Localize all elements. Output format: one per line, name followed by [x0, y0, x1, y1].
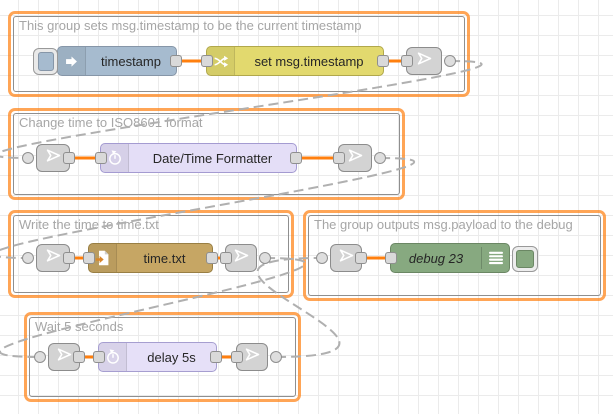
- link-in-node[interactable]: [22, 244, 75, 272]
- input-port[interactable]: [93, 351, 105, 363]
- link-icon: [338, 247, 355, 269]
- node-label: set msg.timestamp: [254, 53, 364, 69]
- node-label: Date/Time Formatter: [152, 150, 273, 166]
- output-port[interactable]: [63, 252, 75, 264]
- group-1[interactable]: Change time to ISO8601 format: [8, 108, 405, 200]
- link-port[interactable]: [374, 152, 386, 164]
- output-port[interactable]: [206, 252, 218, 264]
- link-port[interactable]: [34, 351, 46, 363]
- output-port[interactable]: [63, 152, 75, 164]
- output-port[interactable]: [290, 152, 302, 164]
- output-port[interactable]: [73, 351, 85, 363]
- link-in-node[interactable]: [316, 244, 367, 272]
- change-node-set-msg-timestamp[interactable]: set msg.timestamp: [201, 46, 389, 76]
- inject-arrow-icon: [58, 47, 86, 75]
- link-wire[interactable]: [0, 60, 483, 159]
- output-port[interactable]: [355, 252, 367, 264]
- link-port[interactable]: [270, 351, 282, 363]
- inject-button[interactable]: [33, 48, 58, 75]
- input-port[interactable]: [385, 252, 397, 264]
- file-node-time-txt[interactable]: time.txt: [83, 243, 218, 273]
- link-wire[interactable]: [0, 257, 306, 358]
- group-label: Write the time to time.txt: [19, 217, 159, 232]
- link-out-node[interactable]: [333, 144, 386, 172]
- link-port[interactable]: [316, 252, 328, 264]
- link-port[interactable]: [444, 55, 456, 67]
- group-inner-border: [13, 215, 289, 293]
- link-port[interactable]: [259, 252, 271, 264]
- input-port[interactable]: [220, 252, 232, 264]
- output-port[interactable]: [210, 351, 222, 363]
- link-in-node[interactable]: [34, 343, 85, 371]
- group-2[interactable]: Write the time to time.txt: [8, 210, 294, 298]
- link-out-node[interactable]: [401, 47, 456, 75]
- input-port[interactable]: [231, 351, 243, 363]
- delay-node-delay-5s[interactable]: delay 5s: [93, 342, 222, 372]
- link-icon: [45, 147, 62, 169]
- input-port[interactable]: [201, 55, 213, 67]
- input-port[interactable]: [333, 152, 345, 164]
- link-out-node[interactable]: [231, 343, 282, 371]
- node-label: debug 23: [408, 250, 464, 266]
- link-icon: [233, 247, 250, 269]
- inject-node-timestamp[interactable]: timestamp: [33, 46, 182, 76]
- link-out-node[interactable]: [220, 244, 271, 272]
- node-label: time.txt: [143, 250, 186, 266]
- group-label: Wait 5 seconds: [35, 319, 124, 334]
- link-icon: [244, 346, 261, 368]
- link-icon: [56, 346, 73, 368]
- link-icon: [45, 247, 62, 269]
- link-icon: [347, 147, 364, 169]
- debug-node-debug-23[interactable]: debug 23: [385, 243, 538, 273]
- group-inner-border: [308, 215, 601, 296]
- input-port[interactable]: [401, 55, 413, 67]
- group-inner-border: [13, 16, 465, 92]
- node-label: timestamp: [101, 53, 161, 69]
- link-port[interactable]: [22, 152, 34, 164]
- link-wire[interactable]: [0, 157, 416, 259]
- link-in-node[interactable]: [22, 144, 75, 172]
- output-port[interactable]: [377, 55, 389, 67]
- debug-enable-toggle[interactable]: [512, 246, 538, 272]
- input-port[interactable]: [83, 252, 95, 264]
- group-label: The group outputs msg.payload to the deb…: [314, 217, 573, 232]
- group-label: This group sets msg.timestamp to be the …: [19, 18, 362, 33]
- link-wire[interactable]: [256, 257, 341, 358]
- output-port[interactable]: [170, 55, 182, 67]
- link-icon: [416, 50, 433, 72]
- group-label: Change time to ISO8601 format: [19, 115, 203, 130]
- link-port[interactable]: [22, 252, 34, 264]
- group-3[interactable]: The group outputs msg.payload to the deb…: [303, 210, 606, 301]
- divider: [481, 247, 482, 269]
- input-port[interactable]: [95, 152, 107, 164]
- debug-toggle-face: [516, 250, 534, 268]
- node-label: delay 5s: [147, 349, 196, 365]
- debug-list-icon: [482, 244, 509, 272]
- datetime-formatter-node[interactable]: Date/Time Formatter: [95, 143, 302, 173]
- group-0[interactable]: This group sets msg.timestamp to be the …: [8, 11, 470, 97]
- inject-button-face: [38, 52, 54, 71]
- group-inner-border: [13, 113, 400, 195]
